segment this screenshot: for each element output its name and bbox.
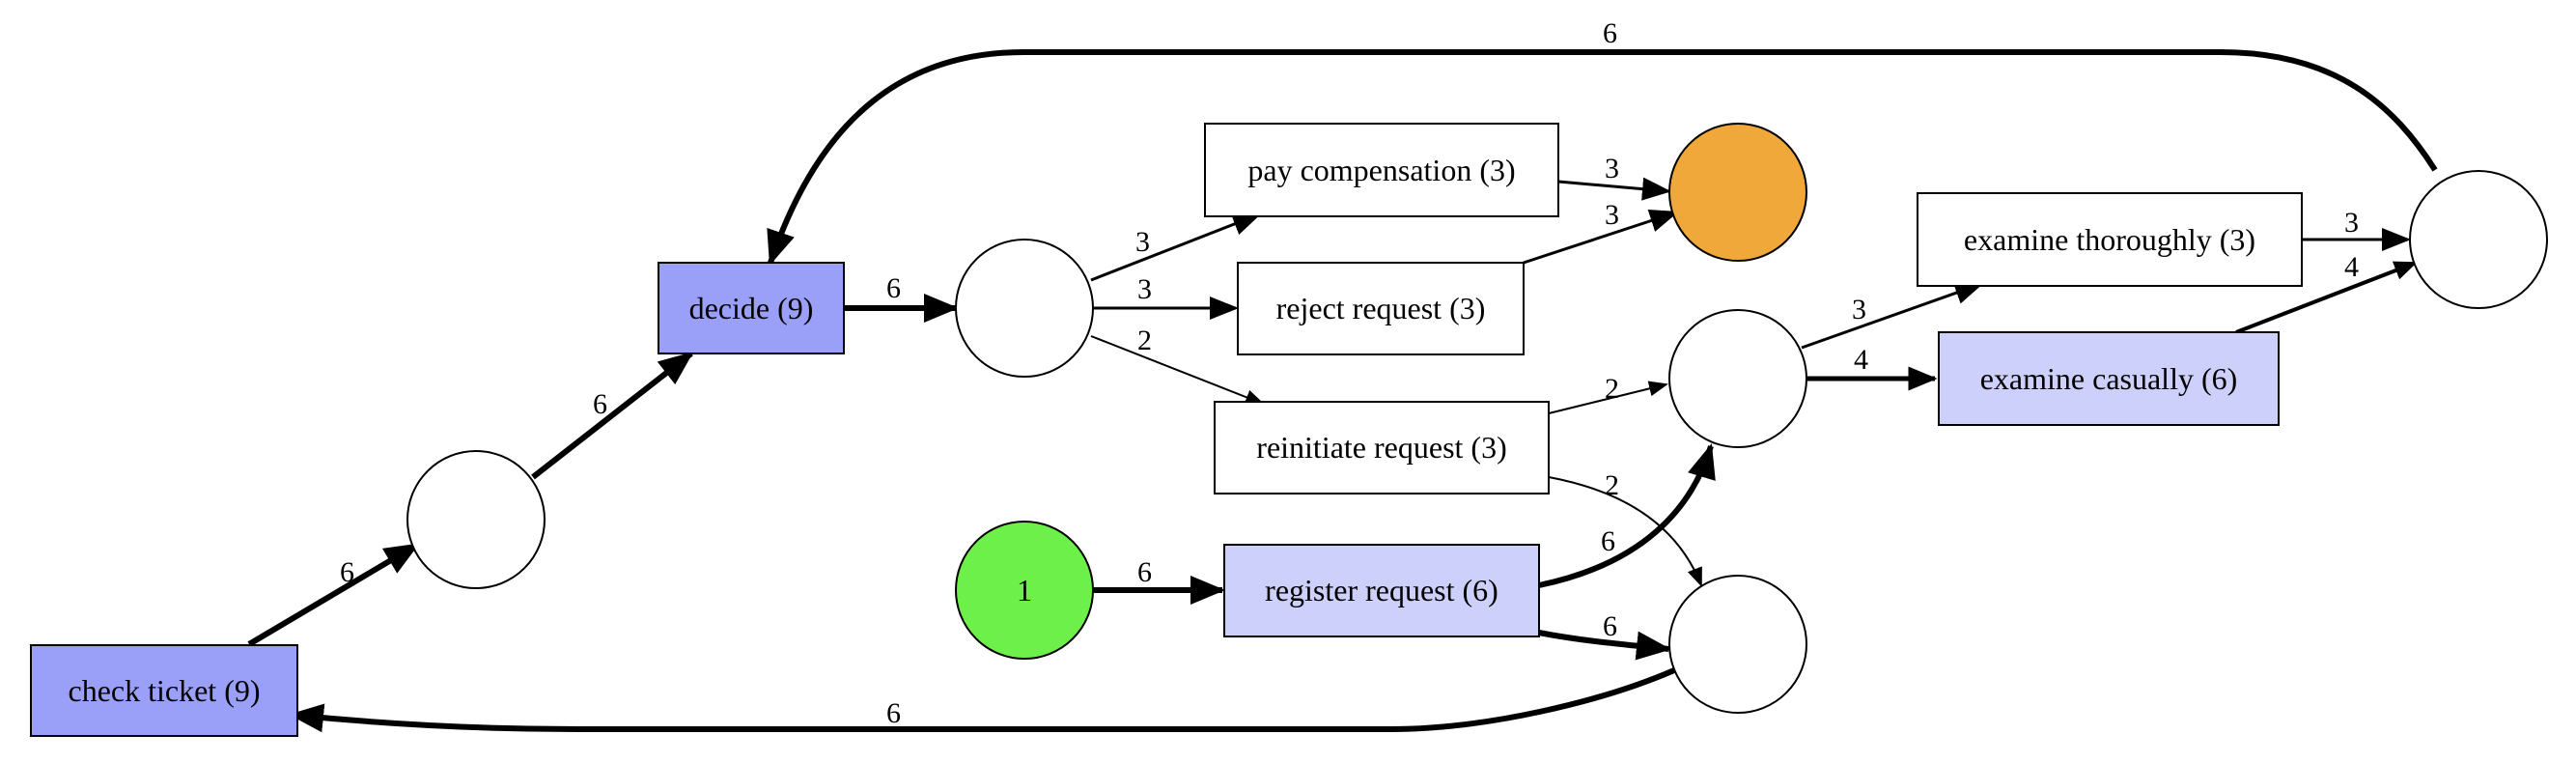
- end-place-circle: [1668, 123, 1807, 262]
- arc-place-to-decide-feedback: 6: [767, 17, 2438, 266]
- transition-box: [1237, 262, 1525, 355]
- place-before-check-ticket[interactable]: [1668, 575, 1807, 714]
- arc-label: 3: [1605, 153, 1619, 184]
- transition-label: reinitiate request (3): [1256, 430, 1506, 465]
- start-place-token-count: 1: [1017, 573, 1032, 608]
- arc-label: 3: [1135, 226, 1150, 258]
- arc-register-to-place-lower: 6: [1538, 610, 1671, 661]
- places: 1: [406, 123, 2548, 714]
- arc-label: 6: [1603, 17, 1617, 49]
- arc-label: 6: [886, 697, 901, 729]
- arc-label: 2: [1605, 469, 1619, 501]
- place-after-examine[interactable]: [2409, 170, 2548, 309]
- transition-register-request[interactable]: register request (6): [1223, 544, 1540, 637]
- transition-box: [1938, 331, 2280, 426]
- arc-label: 4: [1854, 344, 1868, 376]
- arc-label: 6: [1601, 525, 1615, 557]
- place-circle: [2409, 170, 2548, 309]
- transition-check-ticket[interactable]: check ticket (9): [30, 644, 298, 737]
- transition-reinitiate-request[interactable]: reinitiate request (3): [1214, 401, 1550, 495]
- transition-examine-thoroughly[interactable]: examine thoroughly (3): [1917, 192, 2303, 287]
- place-after-decide[interactable]: [955, 239, 1094, 378]
- transition-label: reject request (3): [1276, 291, 1486, 325]
- arc-label: 3: [1605, 199, 1619, 231]
- transition-decide[interactable]: decide (9): [658, 262, 845, 354]
- arc-check-to-place: 6: [247, 542, 420, 647]
- arc-register-to-place: 6: [1538, 443, 1716, 588]
- place-after-check-ticket[interactable]: [406, 450, 546, 589]
- arc-place-to-decide: 6: [531, 351, 694, 480]
- transition-label: decide (9): [689, 291, 814, 325]
- arc-decide-to-place: 6: [844, 272, 959, 323]
- arc-pay-to-end: 3: [1557, 153, 1671, 201]
- arc-place-to-examine-thoroughly: 3: [1801, 281, 1984, 350]
- arc-examine-casually-to-place: 4: [2235, 251, 2418, 334]
- place-circle: [1668, 309, 1807, 448]
- transition-reject-request[interactable]: reject request (3): [1237, 262, 1525, 355]
- arc-start-to-register: 6: [1092, 556, 1225, 605]
- arc-label: 6: [1137, 556, 1152, 588]
- arc-reinitiate-to-place: 2: [1548, 373, 1668, 414]
- transition-box: [658, 262, 845, 354]
- start-place-circle: [955, 521, 1094, 660]
- place-before-examine[interactable]: [1668, 309, 1807, 448]
- arc-place-to-pay: 3: [1090, 212, 1262, 282]
- transition-label: examine casually (6): [1980, 361, 2238, 396]
- transition-box: [1917, 192, 2303, 287]
- transition-label: register request (6): [1265, 573, 1498, 608]
- start-place[interactable]: 1: [955, 521, 1094, 660]
- arc-label: 3: [1137, 273, 1152, 305]
- arc-place-to-examine-casually: 4: [1807, 344, 1938, 391]
- arc-label: 6: [1603, 610, 1617, 642]
- transition-label: check ticket (9): [69, 673, 261, 708]
- arc-label: 6: [886, 272, 901, 304]
- place-circle: [955, 239, 1094, 378]
- arc-label: 3: [1852, 294, 1866, 325]
- transition-box: [30, 644, 298, 737]
- arc-label: 6: [340, 556, 354, 588]
- arc-place-to-reinitiate: 2: [1090, 325, 1265, 405]
- arc-reinitiate-to-place-lower: 2: [1548, 469, 1702, 587]
- arc-label: 4: [2344, 251, 2359, 283]
- transitions: check ticket (9) decide (9) pay compensa…: [30, 123, 2303, 737]
- transition-label: pay compensation (3): [1247, 153, 1515, 187]
- arc-label: 2: [1137, 325, 1152, 356]
- transition-box: [1204, 123, 1559, 217]
- arcs: 6 6 6 3 3 2 3 3: [247, 17, 2438, 733]
- place-circle: [406, 450, 546, 589]
- arc-label: 3: [2344, 207, 2359, 239]
- transition-pay-compensation[interactable]: pay compensation (3): [1204, 123, 1559, 217]
- arc-examine-thoroughly-to-place: 3: [2302, 207, 2411, 251]
- transition-label: examine thoroughly (3): [1964, 222, 2255, 257]
- end-place[interactable]: [1668, 123, 1807, 262]
- transition-examine-casually[interactable]: examine casually (6): [1938, 331, 2280, 426]
- arc-label: 6: [593, 388, 607, 420]
- arc-place-to-reject: 3: [1093, 273, 1239, 320]
- transition-box: [1223, 544, 1540, 637]
- arc-label: 2: [1605, 373, 1619, 405]
- place-circle: [1668, 575, 1807, 714]
- arc-reject-to-end: 3: [1523, 199, 1679, 265]
- transition-box: [1214, 401, 1550, 495]
- arc-place-to-check: 6: [289, 667, 1676, 733]
